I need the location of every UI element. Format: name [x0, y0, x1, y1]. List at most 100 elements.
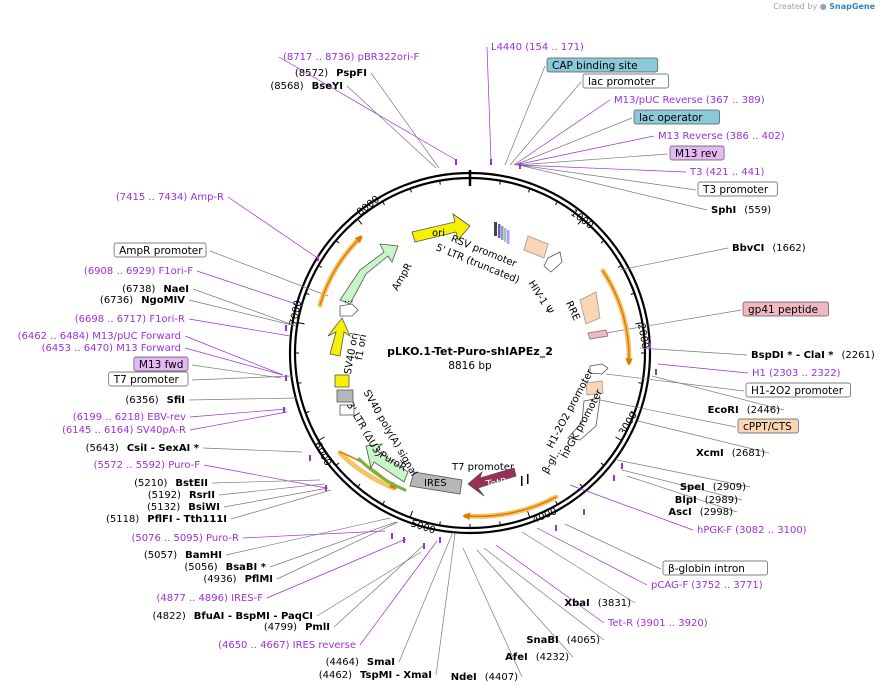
leader-line — [657, 363, 749, 374]
leader-line — [189, 411, 288, 431]
tick-label: 5000 — [409, 518, 437, 536]
primer-site-marker — [325, 485, 327, 491]
primer-label: T3 (421 .. 441) — [689, 167, 764, 178]
enzyme-site-label: (8568)BseYI — [270, 81, 343, 92]
ampr-promoter-feature — [339, 303, 359, 317]
leader-line — [509, 81, 582, 166]
tick-mark — [526, 510, 531, 518]
enzyme-site-label: SnaBI(4065) — [526, 635, 600, 646]
leader-line — [316, 551, 422, 617]
primer-site-marker — [455, 159, 457, 165]
rre-label: RRE — [563, 300, 582, 323]
primer-label: (8717 .. 8736) pBR322ori-F — [283, 52, 419, 63]
enzyme-site-label: (6356)SfiI — [125, 395, 185, 406]
leader-line — [637, 420, 770, 454]
tick-label: 8000 — [355, 194, 382, 218]
leader-line — [599, 399, 737, 428]
enzyme-site-label: (5643)CsiI - SexAI * — [86, 443, 200, 454]
hiv-psi-label: HIV-1 Ψ — [526, 279, 555, 317]
leader-line — [504, 65, 546, 166]
leader-line — [462, 547, 523, 678]
feature-label-box — [737, 418, 799, 434]
primer-label: (6453 .. 6470) M13 Forward — [42, 343, 181, 354]
tick-mark — [382, 500, 385, 505]
rre-feature — [579, 291, 601, 325]
enzyme-site-label: (4822)BfuAI - BspMI - PaqCI — [153, 611, 313, 622]
leader-line — [188, 318, 291, 337]
tick-mark — [439, 521, 441, 526]
enzyme-site-label: AscI(2998) — [668, 507, 733, 518]
leader-line — [269, 521, 397, 568]
tick-mark — [439, 180, 441, 185]
leader-line — [333, 543, 426, 628]
tick-mark — [617, 265, 622, 268]
enzyme-site-label: SphI(559) — [711, 205, 771, 216]
feature-label: M13 rev — [675, 148, 718, 160]
feature-label: gp41 peptide — [748, 304, 818, 316]
leader-line — [203, 464, 327, 489]
f1-ori-label: f1 ori — [354, 333, 369, 361]
primer-site-marker — [317, 255, 319, 261]
enzyme-site-label: (6736)NgoMIV — [100, 295, 185, 306]
primer-label: (6145 .. 6164) SV40pA-R — [62, 425, 186, 436]
primer-label: (4650 .. 4667) IRES reverse — [218, 640, 356, 651]
enzyme-site-label: (4936)PflMI — [203, 574, 273, 585]
leader-line — [230, 489, 332, 520]
primer-label: H1 (2303 .. 2322) — [752, 368, 841, 379]
feature-label: T3 promoter — [702, 184, 769, 196]
primer-site-marker — [583, 509, 585, 515]
enzyme-site-label: EcoRI(2446) — [708, 405, 780, 416]
primer-label: (6908 .. 6929) F1ori-F — [84, 266, 193, 277]
feature-label-box — [697, 181, 778, 197]
enzyme-site-label: BlpI(2989) — [675, 495, 738, 506]
leader-line — [266, 538, 407, 599]
tick-mark — [335, 240, 340, 244]
leader-line — [435, 533, 456, 676]
enzyme-site-label: SpeI(2909) — [680, 482, 746, 493]
leader-line — [521, 531, 636, 604]
tick-label: 7000 — [288, 299, 304, 326]
ltr3-feature — [336, 389, 354, 403]
tick-mark — [318, 265, 323, 268]
credit-brand: SnapGene — [829, 2, 875, 11]
leader-line — [486, 46, 492, 161]
leader-line — [626, 475, 738, 513]
enzyme-site-label: XbaI(3831) — [564, 598, 631, 609]
plasmid-name: pLKO.1-Tet-Puro-shIAPEz_2 — [387, 345, 553, 358]
leader-line — [517, 164, 687, 173]
feature-label-box — [669, 145, 725, 161]
f1-ori-feature — [327, 317, 351, 357]
tick-mark — [305, 411, 310, 414]
leader-line — [189, 408, 287, 418]
primer-site-marker — [403, 537, 405, 543]
plasmid-size: 8816 bp — [448, 360, 492, 372]
tick-mark — [357, 218, 363, 225]
leader-line — [188, 397, 298, 401]
leader-line — [536, 527, 648, 586]
leader-line — [359, 540, 438, 646]
primer-label: (5076 .. 5095) Puro-R — [131, 533, 239, 544]
sv40-ori-feature — [334, 374, 350, 388]
leader-line — [569, 484, 694, 531]
feature-label-box — [113, 242, 207, 258]
primer-site-marker — [649, 343, 651, 349]
lac-region-stripes — [494, 222, 510, 244]
primer-site-marker — [490, 159, 492, 165]
tick-mark — [528, 188, 531, 193]
tick-marks — [295, 178, 645, 528]
leader-line — [483, 547, 605, 641]
feature-label: H1-2O2 promoter — [751, 385, 844, 397]
leader-line — [225, 517, 391, 556]
primer-label: (6698 .. 6717) F1ori-R — [75, 314, 185, 325]
snapgene-logo-icon: ● — [819, 2, 827, 11]
hpgk-promoter-feature — [567, 397, 601, 441]
feature-label-box — [662, 560, 768, 576]
feature-label: M13 fwd — [139, 359, 184, 371]
enzyme-site-label: (6738)NaeI — [122, 284, 189, 295]
leader-line — [184, 335, 284, 376]
leader-line — [242, 530, 386, 539]
leader-line — [196, 270, 303, 307]
orf-arc-1 — [600, 268, 632, 365]
outer-labels: (8717 .. 8736) pBR322ori-F(8572)PspFI(85… — [18, 42, 875, 683]
